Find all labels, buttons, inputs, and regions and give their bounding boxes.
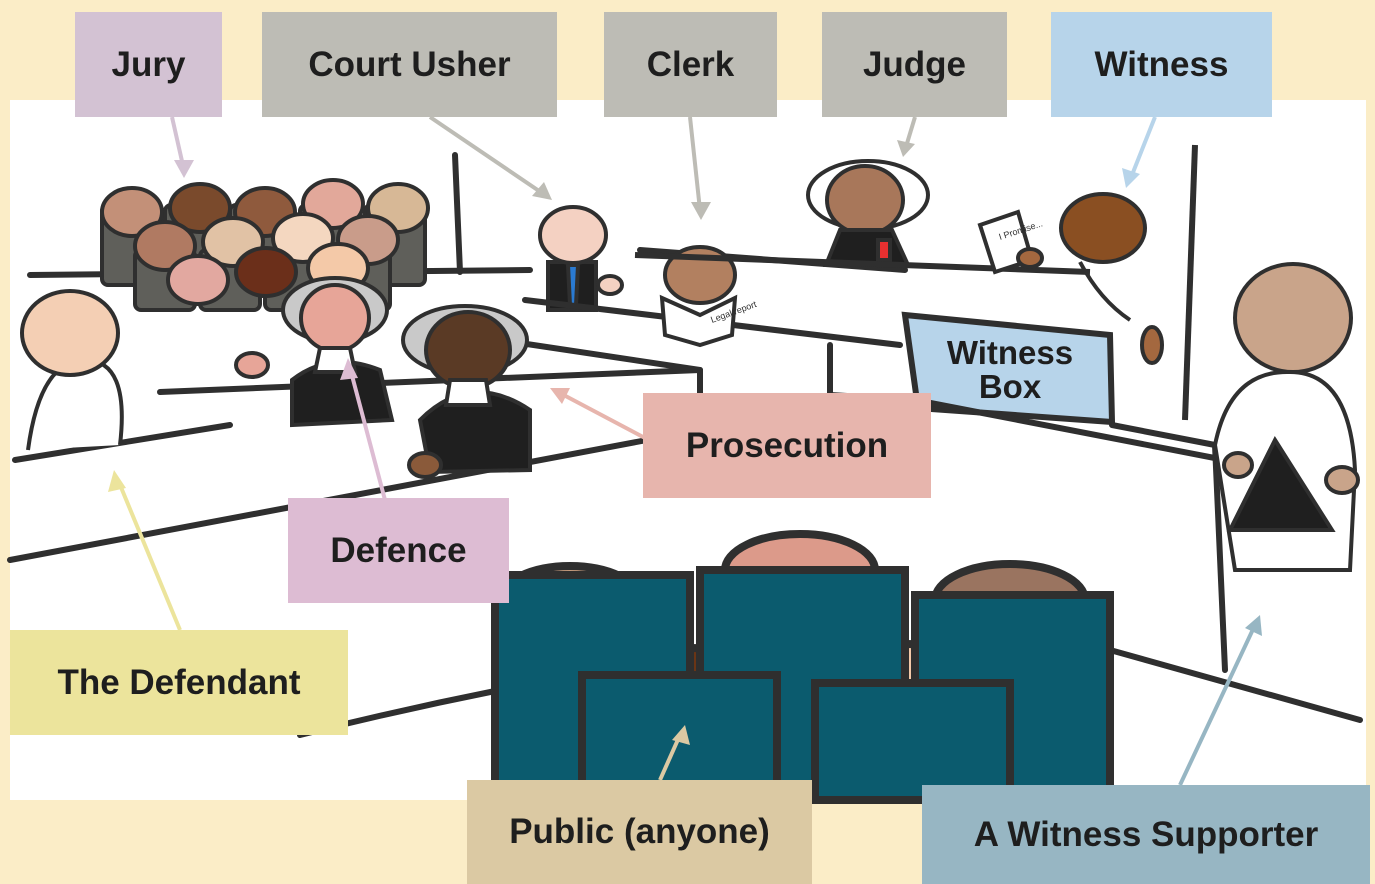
jury-label: Jury [75, 12, 222, 117]
prosecution-figure [401, 304, 532, 479]
witness-supporter-label: A Witness Supporter [922, 785, 1370, 884]
judge-bench [634, 252, 1091, 275]
judge-label: Judge [822, 12, 1007, 117]
public-label: Public (anyone) [467, 780, 812, 884]
court-usher-label: Court Usher [262, 12, 557, 117]
clerk-label: Clerk [604, 12, 777, 117]
judge-figure [806, 159, 930, 267]
prosecution-label: Prosecution [643, 393, 931, 498]
defence-label: Defence [288, 498, 509, 603]
defendant-label: The Defendant [10, 630, 348, 735]
jury-members [100, 178, 430, 312]
arrow-heads [108, 140, 1262, 745]
defence-figure [234, 276, 395, 428]
witness-box-label-line1: Witness [947, 334, 1073, 371]
defendant-figure [20, 289, 124, 451]
public-seating [491, 530, 1114, 804]
witness-supporter-figure [1212, 262, 1360, 572]
witness-box-label-line2: Box [979, 368, 1042, 405]
witness-label: Witness [1051, 12, 1272, 117]
witness-figure: I Promise... [977, 192, 1164, 365]
witness-box-post [1182, 144, 1198, 421]
